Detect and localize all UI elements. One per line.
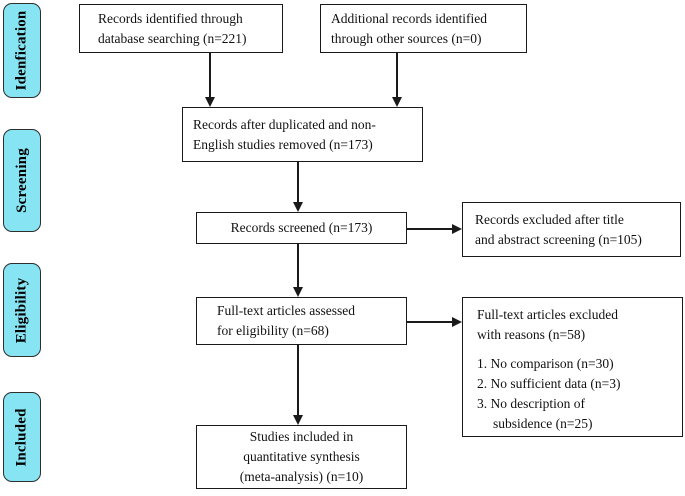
- box-studies-included: Studies included in quantitative synthes…: [196, 425, 407, 489]
- exclusion-reason-3: 3. No description of subsidence (n=25): [477, 396, 593, 431]
- box-studies-included-text: Studies included in quantitative synthes…: [239, 429, 364, 484]
- box-fulltext-excluded-title: Full-text articles excluded with reasons…: [477, 307, 618, 342]
- stage-eligibility: Eligibility: [3, 263, 41, 357]
- box-fulltext-excluded: Full-text articles excluded with reasons…: [462, 297, 683, 437]
- stage-identification: Idenfication: [3, 3, 41, 98]
- box-records-after-dedup: Records after duplicated and non- Englis…: [182, 107, 423, 162]
- box-fulltext-assessed-text: Full-text articles assessed for eligibil…: [217, 303, 355, 338]
- box-fulltext-assessed: Full-text articles assessed for eligibil…: [196, 297, 407, 345]
- exclusion-reasons-list: 1. No comparison (n=30) 2. No sufficient…: [477, 354, 676, 434]
- box-records-excluded-screening: Records excluded after title and abstrac…: [462, 202, 681, 257]
- exclusion-reason-1: 1. No comparison (n=30): [477, 356, 614, 371]
- stage-included: Included: [3, 392, 41, 482]
- box-additional-records: Additional records identified through ot…: [320, 4, 527, 53]
- stage-eligibility-label: Eligibility: [13, 277, 30, 343]
- stage-screening-label: Screening: [13, 148, 30, 213]
- box-records-identified-text: Records identified through database sear…: [98, 10, 247, 46]
- exclusion-reason-2: 2. No sufficient data (n=3): [477, 376, 621, 391]
- stage-screening: Screening: [3, 129, 41, 232]
- box-records-screened-text: Records screened (n=173): [230, 220, 373, 235]
- stage-included-label: Included: [13, 407, 30, 467]
- box-records-screened: Records screened (n=173): [196, 212, 407, 244]
- box-records-after-dedup-text: Records after duplicated and non- Englis…: [193, 116, 376, 152]
- box-additional-records-text: Additional records identified through ot…: [331, 10, 487, 46]
- box-records-identified: Records identified through database sear…: [79, 4, 283, 53]
- box-records-excluded-screening-text: Records excluded after title and abstrac…: [475, 211, 642, 247]
- stage-identification-label: Idenfication: [13, 10, 30, 91]
